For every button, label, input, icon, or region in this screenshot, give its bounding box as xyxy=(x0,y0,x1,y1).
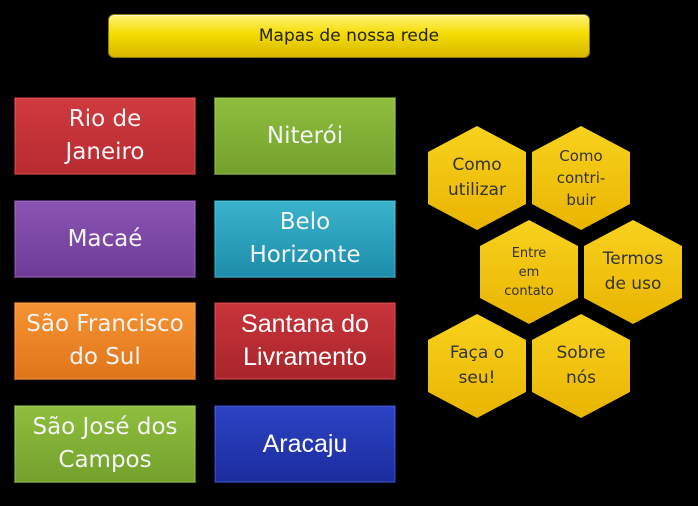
hex-label-line: contato xyxy=(504,283,554,299)
hex-como-utilizar[interactable]: Como utilizar xyxy=(428,126,526,230)
hex-como-contribuir[interactable]: Como contri-buir xyxy=(532,126,630,230)
city-label-line2: do Sul xyxy=(69,344,141,370)
city-label-line1: São José dos xyxy=(32,414,178,440)
city-label-line2: Campos xyxy=(58,447,152,473)
hex-entre-em-contato[interactable]: Entre em contato xyxy=(480,220,578,324)
hex-label-line: Sobre xyxy=(556,343,606,363)
city-label-line1: Aracaju xyxy=(262,429,348,458)
hex-termos-de-uso[interactable]: Termos de uso xyxy=(584,220,682,324)
city-label-line1: Santana do xyxy=(241,310,369,338)
city-label-line1: Belo xyxy=(279,209,331,235)
city-label-line1: Macaé xyxy=(67,225,143,252)
city-macae[interactable]: Macaé xyxy=(14,200,196,278)
header-title: Mapas de nossa rede xyxy=(258,26,440,46)
hex-label-line: Entre xyxy=(511,245,547,261)
city-label-line2: Livramento xyxy=(243,343,367,371)
hex-label-line: Termos xyxy=(602,249,664,269)
city-sao-francisco-do-sul[interactable]: São Francisco do Sul xyxy=(14,302,196,380)
hex-label-line: seu! xyxy=(458,368,496,388)
city-label-line2: Horizonte xyxy=(249,242,361,268)
hex-faca-o-seu[interactable]: Faça o seu! xyxy=(428,314,526,418)
hex-label-line: de uso xyxy=(604,274,662,294)
city-label-line1: Niterói xyxy=(266,122,344,149)
hex-label-line: buir xyxy=(566,191,596,209)
hex-label-line: nós xyxy=(565,368,597,388)
hex-label-line: contri- xyxy=(556,169,606,187)
hex-label-line: utilizar xyxy=(448,180,506,200)
hex-label-line: Como xyxy=(559,147,603,165)
city-rio-de-janeiro[interactable]: Rio de Janeiro xyxy=(14,97,196,175)
city-niteroi[interactable]: Niterói xyxy=(214,97,396,175)
city-label-line2: Janeiro xyxy=(65,139,145,165)
header-banner-button[interactable]: Mapas de nossa rede xyxy=(108,14,590,58)
hex-label-line: em xyxy=(518,264,540,280)
city-santana-do-livramento[interactable]: Santana do Livramento xyxy=(214,302,396,380)
hex-sobre-nos[interactable]: Sobre nós xyxy=(532,314,630,418)
city-aracaju[interactable]: Aracaju xyxy=(214,405,396,483)
city-label-line1: Rio de xyxy=(68,106,142,132)
city-label-line1: São Francisco xyxy=(26,311,184,337)
hex-label-line: Como xyxy=(452,155,502,175)
hex-label-line: Faça o xyxy=(449,343,505,363)
